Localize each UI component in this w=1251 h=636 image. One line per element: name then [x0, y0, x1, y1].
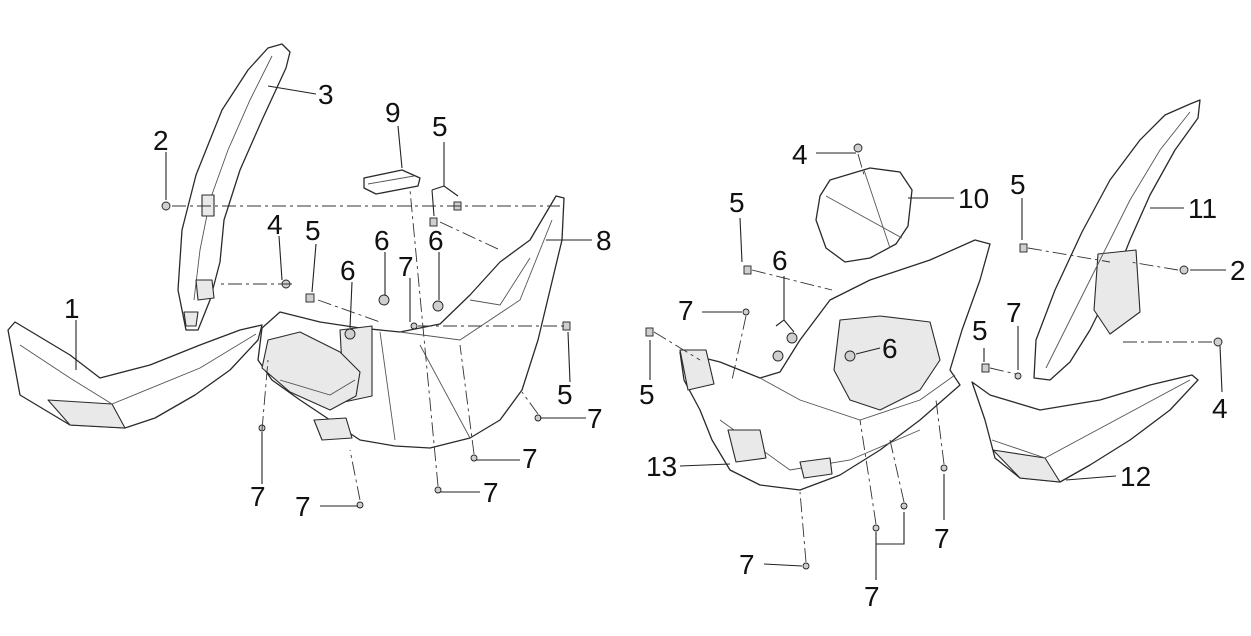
callout-4: 4	[1212, 393, 1228, 424]
callout-4: 4	[267, 209, 283, 240]
callout-7: 7	[934, 523, 950, 554]
callout-7: 7	[739, 549, 755, 580]
callout-2: 2	[1230, 255, 1246, 286]
assembly-lines	[172, 153, 1212, 563]
callout-7: 7	[864, 581, 880, 612]
part-1-left-floor-side-cover	[7, 321, 263, 429]
callout-12: 12	[1120, 461, 1151, 492]
part-13-floor-frame	[679, 239, 991, 491]
part-3-left-front-panel	[177, 43, 291, 331]
callout-5: 5	[729, 187, 745, 218]
callout-6: 6	[340, 255, 356, 286]
callout-7: 7	[678, 295, 694, 326]
callout-5: 5	[639, 379, 655, 410]
callout-13: 13	[646, 451, 677, 482]
callout-6: 6	[428, 225, 444, 256]
part-11-right-front-panel	[1033, 99, 1201, 381]
callout-8: 8	[596, 225, 612, 256]
callout-7: 7	[398, 251, 414, 282]
part-10-inner-upper-cover	[815, 167, 913, 263]
callout-10: 10	[958, 183, 989, 214]
callout-5: 5	[972, 315, 988, 346]
callout-labels: 1 2 3 4 5 5 5 6 6 6 7 7 7 7 7 7 8 9 4 5 …	[64, 79, 1246, 612]
callout-6: 6	[772, 245, 788, 276]
callout-5: 5	[557, 379, 573, 410]
part-12-right-floor-side-cover	[971, 374, 1199, 483]
callout-5: 5	[1010, 169, 1026, 200]
callout-7: 7	[587, 403, 603, 434]
part-8-front-inner-cover	[257, 195, 565, 449]
callout-7: 7	[250, 481, 266, 512]
callout-11: 11	[1188, 193, 1217, 224]
callout-7: 7	[1006, 297, 1022, 328]
callout-6: 6	[882, 333, 898, 364]
callout-6: 6	[374, 225, 390, 256]
callout-3: 3	[318, 79, 334, 110]
callout-1: 1	[64, 293, 80, 324]
callout-7: 7	[295, 491, 311, 522]
callout-7: 7	[483, 477, 499, 508]
callout-5: 5	[305, 215, 321, 246]
callout-5: 5	[432, 111, 448, 142]
callout-9: 9	[385, 97, 401, 128]
part-9-cover-cap	[363, 169, 421, 195]
callout-7: 7	[522, 443, 538, 474]
leader-lines	[75, 85, 1226, 580]
callout-2: 2	[153, 125, 169, 156]
callout-4: 4	[792, 139, 808, 170]
